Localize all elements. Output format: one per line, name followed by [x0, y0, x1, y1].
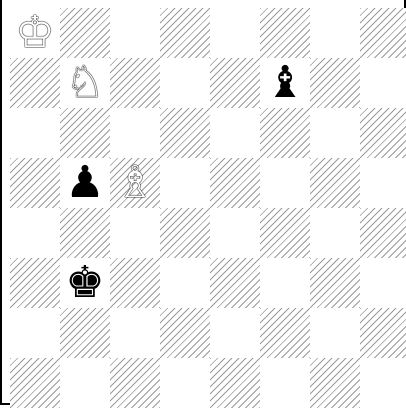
square-f1[interactable] [260, 358, 310, 408]
square-e6[interactable] [210, 108, 260, 158]
square-g3[interactable] [310, 258, 360, 308]
square-f5[interactable] [260, 158, 310, 208]
square-b3[interactable]: ♚ [60, 258, 110, 308]
square-c2[interactable] [110, 308, 160, 358]
square-b5[interactable]: ♟ [60, 158, 110, 208]
square-f4[interactable] [260, 208, 310, 258]
square-e8[interactable] [210, 8, 260, 58]
square-a2[interactable] [10, 308, 60, 358]
square-a5[interactable] [10, 158, 60, 208]
square-b2[interactable] [60, 308, 110, 358]
square-g1[interactable] [310, 358, 360, 408]
square-a4[interactable] [10, 208, 60, 258]
square-f2[interactable] [260, 308, 310, 358]
square-f8[interactable] [260, 8, 310, 58]
square-f3[interactable] [260, 258, 310, 308]
square-e5[interactable] [210, 158, 260, 208]
square-h6[interactable] [360, 108, 406, 158]
square-a3[interactable] [10, 258, 60, 308]
square-f7[interactable]: ♝ [260, 58, 310, 108]
white-king-icon[interactable]: ♔ [10, 8, 60, 58]
board-grid: ♔♘ ♝ ♟♗♚ [10, 8, 406, 408]
square-e4[interactable] [210, 208, 260, 258]
square-b4[interactable] [60, 208, 110, 258]
square-f6[interactable] [260, 108, 310, 158]
square-g2[interactable] [310, 308, 360, 358]
square-h3[interactable] [360, 258, 406, 308]
square-c1[interactable] [110, 358, 160, 408]
square-c3[interactable] [110, 258, 160, 308]
square-g5[interactable] [310, 158, 360, 208]
square-b7[interactable]: ♘ [60, 58, 110, 108]
white-knight-icon[interactable]: ♘ [60, 58, 110, 108]
square-e7[interactable] [210, 58, 260, 108]
square-c7[interactable] [110, 58, 160, 108]
black-pawn-icon[interactable]: ♟ [60, 158, 110, 208]
square-d7[interactable] [160, 58, 210, 108]
square-d3[interactable] [160, 258, 210, 308]
square-h1[interactable] [360, 358, 406, 408]
square-d5[interactable] [160, 158, 210, 208]
square-h8[interactable] [360, 8, 406, 58]
square-h2[interactable] [360, 308, 406, 358]
black-king-icon[interactable]: ♚ [60, 258, 110, 308]
square-h7[interactable] [360, 58, 406, 108]
square-h4[interactable] [360, 208, 406, 258]
square-d8[interactable] [160, 8, 210, 58]
square-c5[interactable]: ♗ [110, 158, 160, 208]
square-b6[interactable] [60, 108, 110, 158]
square-a8[interactable]: ♔ [10, 8, 60, 58]
square-g6[interactable] [310, 108, 360, 158]
square-b1[interactable] [60, 358, 110, 408]
square-d1[interactable] [160, 358, 210, 408]
square-a7[interactable] [10, 58, 60, 108]
square-d6[interactable] [160, 108, 210, 158]
square-a6[interactable] [10, 108, 60, 158]
square-c4[interactable] [110, 208, 160, 258]
black-bishop-icon[interactable]: ♝ [260, 58, 310, 108]
square-c6[interactable] [110, 108, 160, 158]
square-h5[interactable] [360, 158, 406, 208]
square-g4[interactable] [310, 208, 360, 258]
square-b8[interactable] [60, 8, 110, 58]
square-g7[interactable] [310, 58, 360, 108]
square-c8[interactable] [110, 8, 160, 58]
square-e3[interactable] [210, 258, 260, 308]
square-d2[interactable] [160, 308, 210, 358]
square-e1[interactable] [210, 358, 260, 408]
square-e2[interactable] [210, 308, 260, 358]
square-g8[interactable] [310, 8, 360, 58]
square-d4[interactable] [160, 208, 210, 258]
square-a1[interactable] [10, 358, 60, 408]
white-bishop-icon[interactable]: ♗ [110, 158, 160, 208]
